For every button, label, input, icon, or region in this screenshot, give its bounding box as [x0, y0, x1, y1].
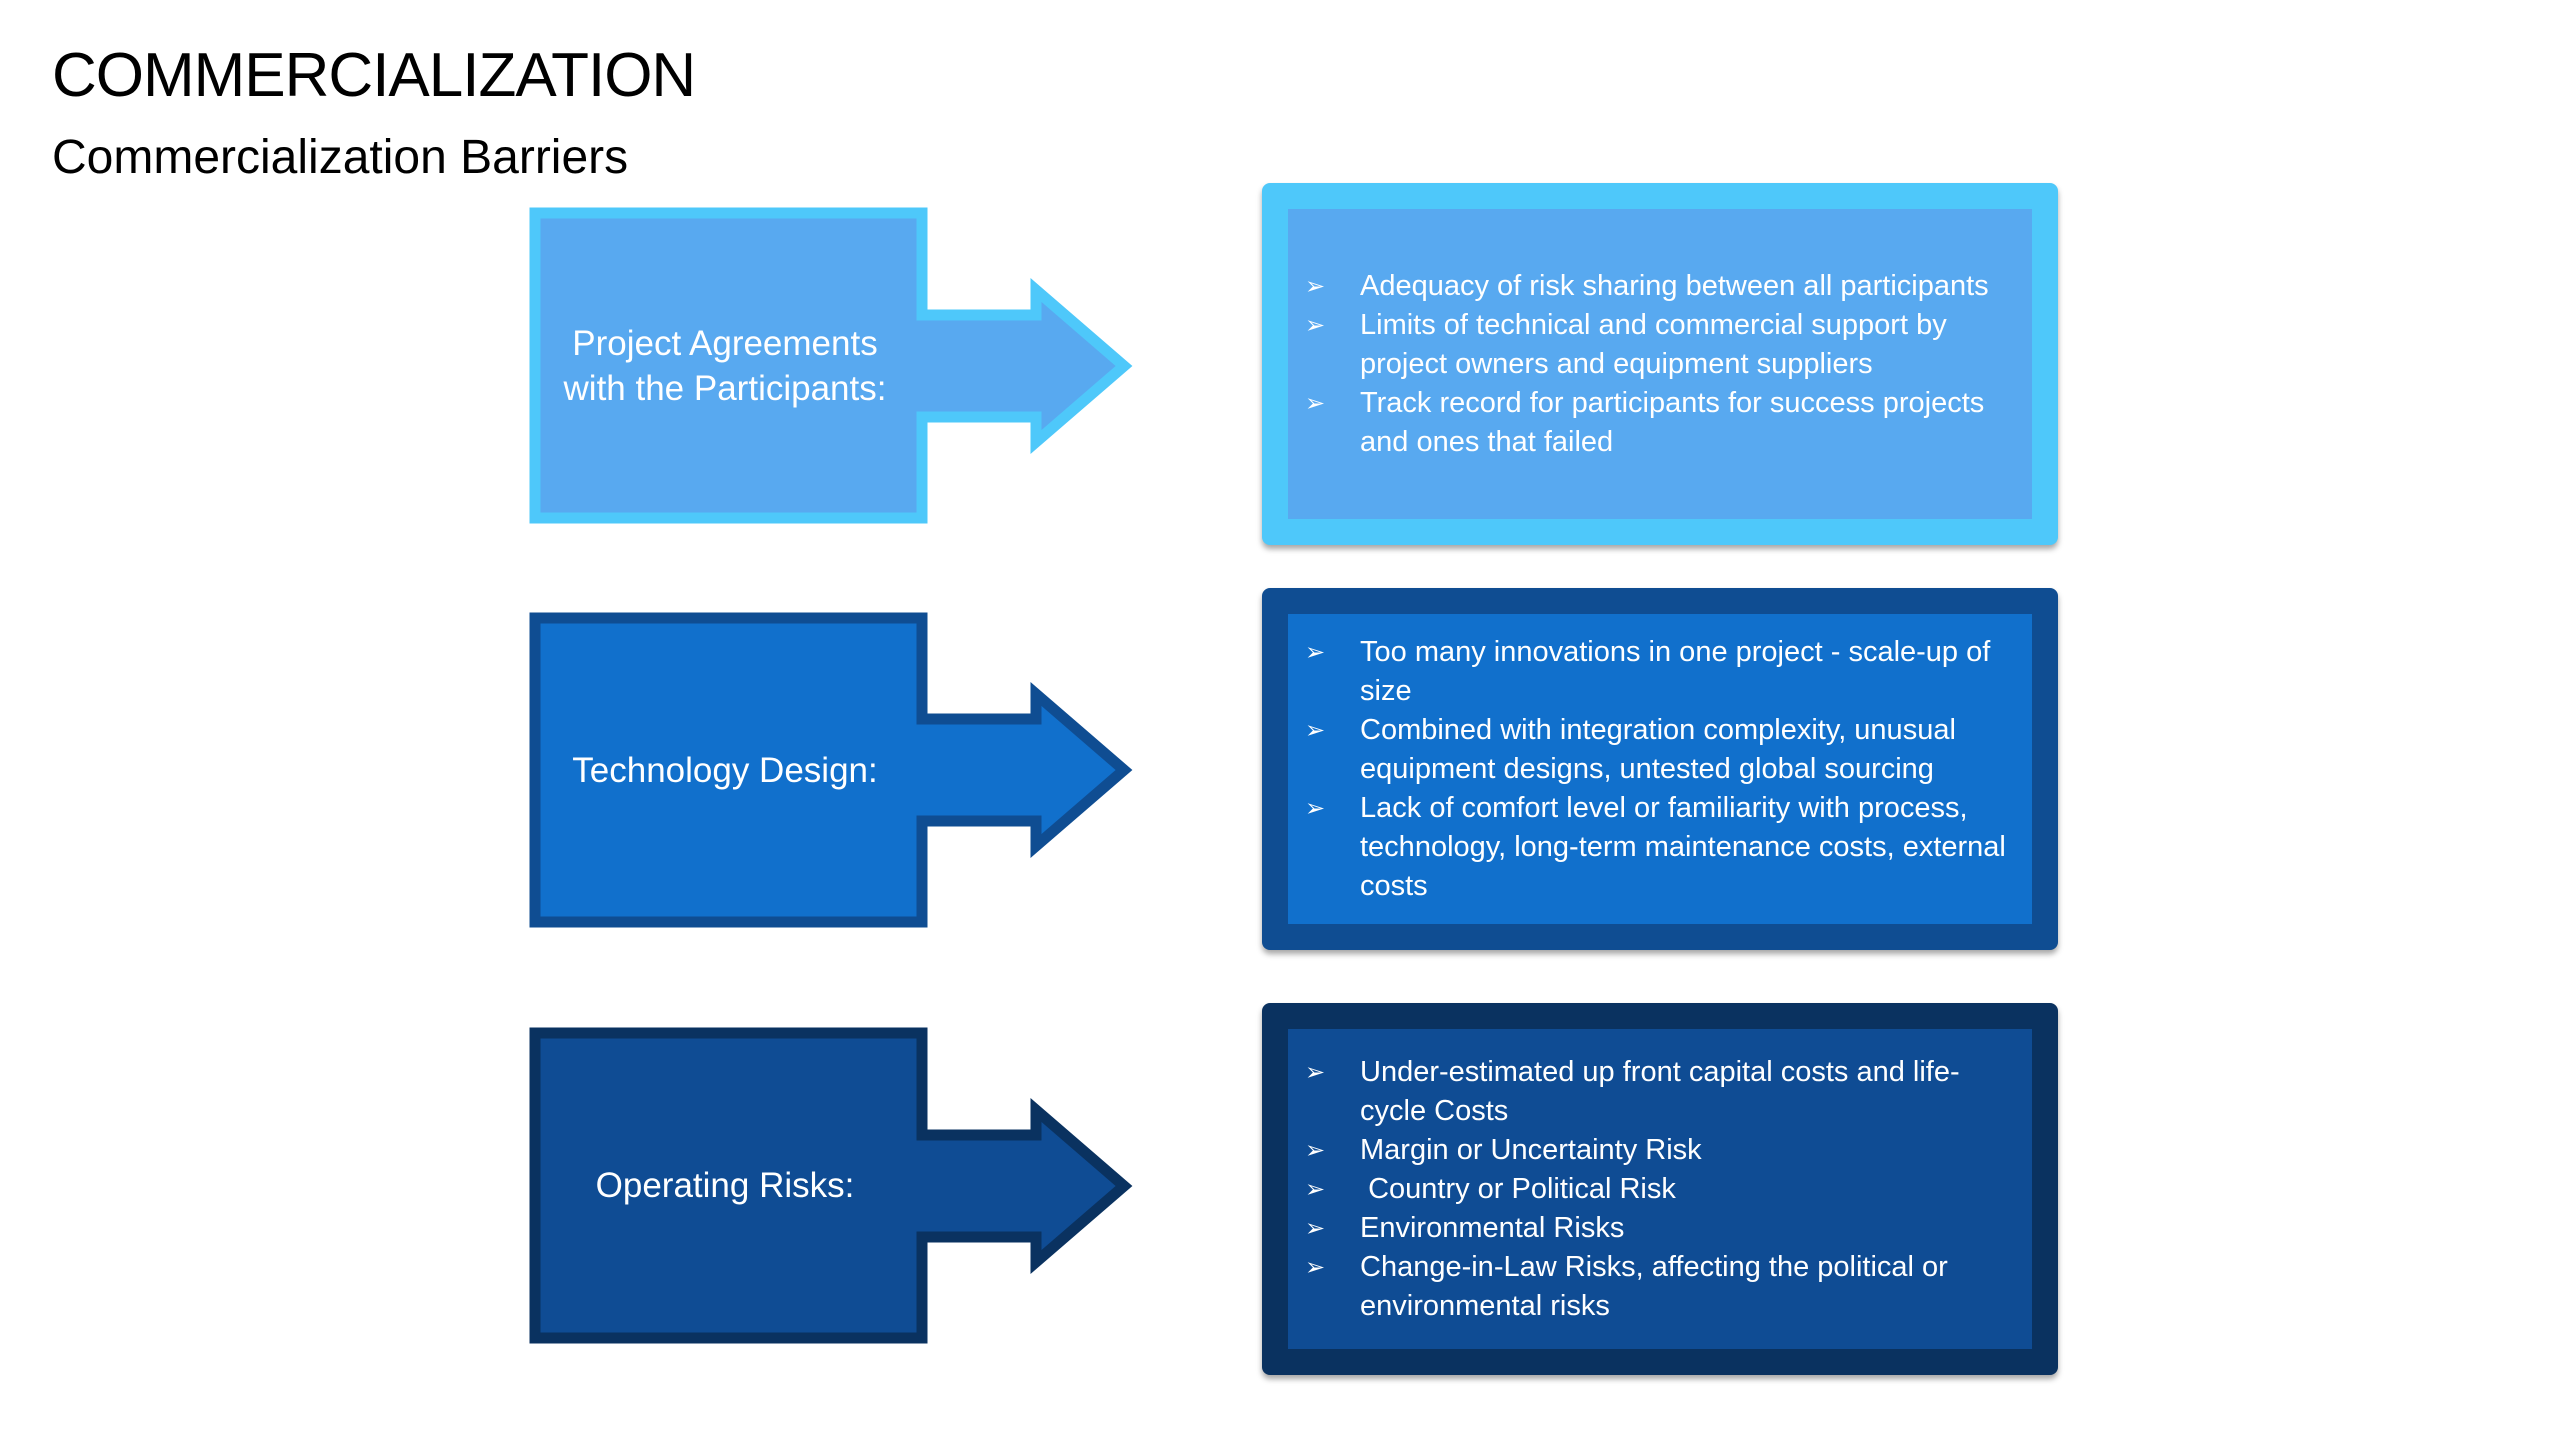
arrowhead-bullet-icon: ➢ — [1304, 1214, 1326, 1242]
arrow-label: Operating Risks: — [595, 1166, 855, 1205]
arrow-label: Project Agreements with the Participants… — [563, 323, 887, 408]
bullet-item: ➢ Margin or Uncertainty Risk — [1300, 1131, 2016, 1170]
bullet-panel-inner: ➢ Under-estimated up front capital costs … — [1288, 1029, 2032, 1349]
arrow-shape — [529, 1027, 1133, 1344]
page-subtitle: Commercialization Barriers — [52, 131, 629, 184]
arrowhead-bullet-icon: ➢ — [1304, 638, 1326, 666]
bullet-list: ➢ Under-estimated up front capital costs … — [1300, 1053, 2016, 1326]
bullet-list: ➢ Too many innovations in one project - s… — [1300, 633, 2016, 906]
bullet-text: Combined with integration complexity, un… — [1360, 713, 1964, 785]
bullet-item: ➢ Under-estimated up front capital costs … — [1300, 1053, 2016, 1131]
arrow-body — [529, 612, 1133, 928]
arrowhead-bullet-icon: ➢ — [1304, 1253, 1326, 1281]
arrowhead-bullet-icon: ➢ — [1304, 716, 1326, 744]
arrowhead-bullet-icon: ➢ — [1304, 794, 1326, 822]
bullet-panel-inner: ➢ Too many innovations in one project - s… — [1288, 614, 2032, 924]
bullet-text: Lack of comfort level or familiarity wit… — [1360, 791, 2014, 902]
bullet-text: Under-estimated up front capital costs a… — [1360, 1055, 1960, 1127]
bullet-panel: ➢ Under-estimated up front capital costs … — [1262, 1003, 2058, 1375]
arrow-body — [529, 207, 1133, 524]
bullet-panel-inner: ➢ Adequacy of risk sharing between all pa… — [1288, 209, 2032, 519]
page-title: COMMERCIALIZATION — [52, 41, 696, 110]
barrier-row-agreements: Project Agreements with the Participants… — [0, 180, 2560, 560]
arrow-label: Technology Design: — [572, 751, 878, 790]
bullet-item: ➢ Country or Political Risk — [1300, 1170, 2016, 1209]
bullet-item: ➢ Change-in-Law Risks, affecting the poli… — [1300, 1248, 2016, 1326]
bullet-text: Country or Political Risk — [1360, 1172, 1676, 1205]
bullet-text: Limits of technical and commercial suppo… — [1360, 308, 1955, 380]
bullet-text: Environmental Risks — [1360, 1211, 1625, 1244]
bullet-item: ➢ Track record for participants for succe… — [1300, 384, 2016, 462]
bullet-item: ➢ Adequacy of risk sharing between all pa… — [1300, 267, 2016, 306]
bullet-panel: ➢ Adequacy of risk sharing between all pa… — [1262, 183, 2058, 545]
arrow-shape — [529, 207, 1133, 524]
arrowhead-bullet-icon: ➢ — [1304, 1058, 1326, 1086]
bullet-item: ➢ Too many innovations in one project - s… — [1300, 633, 2016, 711]
bullet-text: Adequacy of risk sharing between all par… — [1360, 269, 1989, 302]
arrowhead-bullet-icon: ➢ — [1304, 311, 1326, 339]
arrowhead-bullet-icon: ➢ — [1304, 272, 1326, 300]
bullet-text: Margin or Uncertainty Risk — [1360, 1133, 1702, 1166]
bullet-text: Track record for participants for succes… — [1360, 386, 1993, 458]
arrow-shape — [529, 612, 1133, 928]
bullet-item: ➢ Combined with integration complexity, u… — [1300, 711, 2016, 789]
bullet-panel: ➢ Too many innovations in one project - s… — [1262, 588, 2058, 950]
arrow-body — [529, 1027, 1133, 1344]
bullet-list: ➢ Adequacy of risk sharing between all pa… — [1300, 267, 2016, 462]
bullet-item: ➢ Environmental Risks — [1300, 1209, 2016, 1248]
arrowhead-bullet-icon: ➢ — [1304, 1175, 1326, 1203]
barrier-row-technology: Technology Design: ➢ Too many innovations… — [0, 585, 2560, 965]
arrowhead-bullet-icon: ➢ — [1304, 389, 1326, 417]
arrowhead-bullet-icon: ➢ — [1304, 1136, 1326, 1164]
bullet-item: ➢ Lack of comfort level or familiarity wi… — [1300, 789, 2016, 906]
bullet-text: Change-in-Law Risks, affecting the polit… — [1360, 1250, 1956, 1322]
barrier-row-operating: Operating Risks: ➢ Under-estimated up fro… — [0, 1000, 2560, 1380]
bullet-text: Too many innovations in one project - sc… — [1360, 635, 1999, 707]
bullet-item: ➢ Limits of technical and commercial supp… — [1300, 306, 2016, 384]
